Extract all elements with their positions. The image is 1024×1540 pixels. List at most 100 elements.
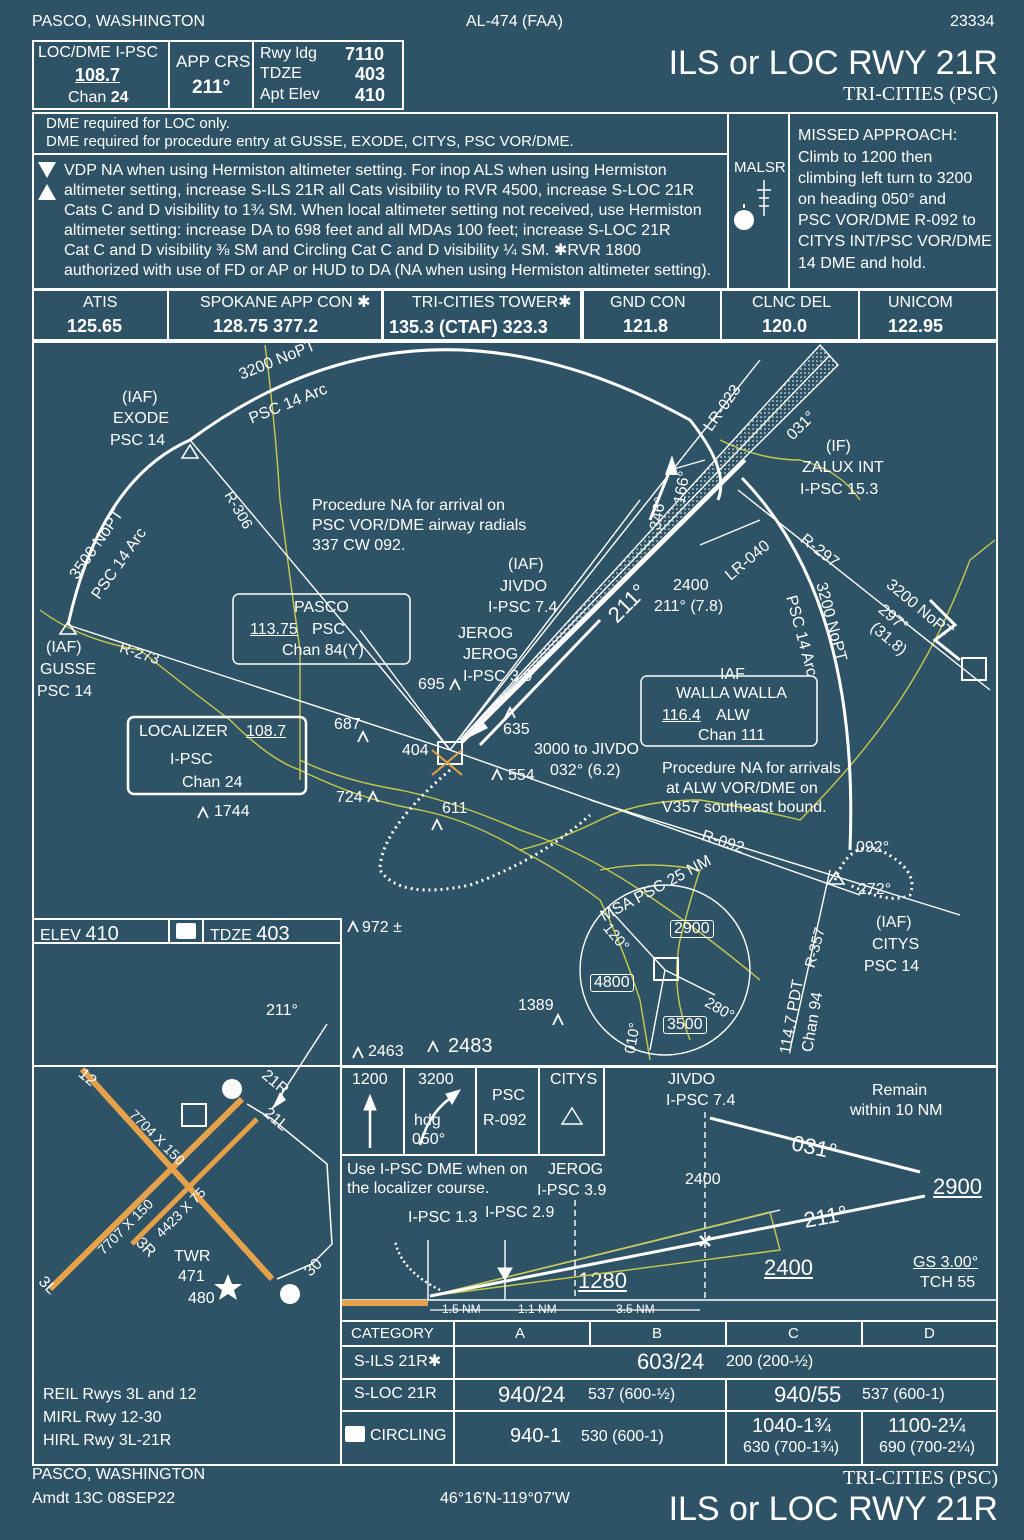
obstacle-2483: 2483 bbox=[448, 1035, 493, 1057]
msa-2900: 2900 bbox=[670, 920, 714, 938]
briefing-strip bbox=[32, 40, 404, 110]
sloc-cd-haa: 537 (600-1) bbox=[862, 1386, 945, 1403]
course-272: 272° bbox=[858, 881, 892, 898]
jerog-dme: I-PSC 3.9 bbox=[463, 668, 533, 685]
use-dme-1: Use I-PSC DME when on bbox=[347, 1161, 528, 1178]
missed-3200: 3200 bbox=[418, 1071, 454, 1088]
exode-dme: PSC 14 bbox=[110, 432, 166, 449]
note-line-2: altimeter setting, increase S-ILS 21R al… bbox=[64, 182, 695, 199]
use-dme-2: the localizer course. bbox=[347, 1180, 490, 1197]
alt-2400: 2400 bbox=[673, 577, 709, 594]
glideslope: GS 3.00° bbox=[913, 1254, 979, 1271]
sloc-label: S-LOC 21R bbox=[354, 1385, 437, 1402]
note-dme-1: DME required for LOC only. bbox=[46, 115, 230, 132]
reil-note: REIL Rwys 3L and 12 bbox=[43, 1386, 197, 1403]
loc-label: LOC/DME I-PSC bbox=[38, 44, 159, 61]
malsr-label: MALSR bbox=[734, 159, 786, 176]
sloc-ab-minima: 940/24 bbox=[498, 1382, 566, 1407]
missed-line-3: on heading 050° and bbox=[798, 191, 946, 208]
tower-freq: 135.3 (CTAF) 323.3 bbox=[389, 317, 548, 337]
obstacle-687: 687 bbox=[334, 716, 361, 733]
zalux-if: (IF) bbox=[826, 438, 851, 455]
msa-4800: 4800 bbox=[590, 974, 634, 992]
exode-label: EXODE bbox=[113, 410, 170, 427]
missed-line-5: CITYS INT/PSC VOR/DME bbox=[798, 233, 992, 250]
tower-box bbox=[381, 288, 583, 342]
ad-tdze-label: TDZE bbox=[210, 927, 252, 944]
walla-chan: Chan 111 bbox=[698, 727, 766, 744]
unicom-label: UNICOM bbox=[888, 294, 953, 311]
cat-b: B bbox=[652, 1325, 663, 1342]
zalux-dme: I-PSC 15.3 bbox=[800, 481, 879, 498]
proc-na-5: at ALW VOR/DME on bbox=[666, 780, 818, 797]
footer-amdt: Amdt 13C 08SEP22 bbox=[32, 1490, 176, 1507]
profile-jerog: JEROG bbox=[548, 1161, 604, 1178]
zalux-label: ZALUX INT bbox=[802, 459, 884, 476]
proc-na-4: Procedure NA for arrivals bbox=[662, 760, 841, 777]
obstacle-972: 972 ± bbox=[362, 919, 402, 936]
missed-citys: CITYS bbox=[550, 1071, 598, 1088]
localizer-id: I-PSC bbox=[170, 751, 213, 768]
circling-c-haa: 630 (700-1¾) bbox=[743, 1439, 840, 1456]
cat-d: D bbox=[924, 1325, 935, 1342]
sloc-cd-minima: 940/55 bbox=[774, 1382, 842, 1407]
localizer-chan: Chan 24 bbox=[182, 774, 243, 791]
circling-ab-haa: 530 (600-1) bbox=[581, 1428, 664, 1445]
missed-1200: 1200 bbox=[352, 1071, 388, 1088]
procedure-title: ILS or LOC RWY 21R bbox=[668, 44, 998, 82]
tdze-label: TDZE bbox=[260, 65, 302, 82]
obstacle-611: 611 bbox=[442, 800, 468, 817]
walla-name: WALLA WALLA bbox=[676, 685, 787, 702]
rwy-ldg-value: 7110 bbox=[345, 44, 385, 64]
missed-approach-title: MISSED APPROACH: bbox=[798, 127, 958, 144]
runway-diagram bbox=[47, 1023, 333, 1304]
clnc-del-freq: 120.0 bbox=[762, 316, 808, 336]
footer-location: PASCO, WASHINGTON bbox=[32, 1466, 206, 1483]
walla-iaf: IAF bbox=[720, 666, 745, 683]
jivdo-dme: I-PSC 7.4 bbox=[488, 599, 558, 616]
note-dme-2: DME required for procedure entry at GUSS… bbox=[46, 133, 574, 150]
app-crs-value: 211° bbox=[192, 77, 231, 98]
ad-course-211: 211° bbox=[266, 1002, 298, 1019]
circling-c-minima: 1040-1¾ bbox=[752, 1415, 831, 1437]
circling-ab-minima: 940-1 bbox=[510, 1425, 562, 1447]
circling-d-minima: 1100-2¼ bbox=[888, 1415, 966, 1437]
missed-r092: R-092 bbox=[483, 1112, 527, 1129]
dist-3-5: 3.5 NM bbox=[616, 1302, 655, 1316]
pasco-vor-freq: 113.75 bbox=[250, 621, 298, 638]
sils-haa: 200 (200-½) bbox=[726, 1353, 814, 1370]
profile-2400-label: 2400 bbox=[685, 1171, 721, 1188]
airport-name: TRI-CITIES (PSC) bbox=[843, 83, 998, 105]
dist-1-5: 1.5 NM bbox=[442, 1302, 481, 1316]
footer-title: ILS or LOC RWY 21R bbox=[668, 1490, 998, 1528]
note-line-6: authorized with use of FD or AP or HUD t… bbox=[64, 262, 712, 279]
atis-freq: 125.65 bbox=[67, 316, 123, 336]
proc-na-2: PSC VOR/DME airway radials bbox=[312, 517, 527, 534]
circling-label: CIRCLING bbox=[370, 1427, 447, 1444]
note-line-4: altimeter setting: increase DA to 698 fe… bbox=[64, 222, 671, 239]
circling-square-icon bbox=[345, 1426, 365, 1442]
dist-1-1: 1.1 NM bbox=[518, 1302, 557, 1316]
walla-id: ALW bbox=[716, 707, 750, 724]
jerog-label: JEROG bbox=[458, 625, 514, 642]
tower-label-ad: TWR bbox=[174, 1248, 211, 1265]
rwy-ldg-label: Rwy ldg bbox=[260, 45, 317, 62]
profile-jivdo-dme: I-PSC 7.4 bbox=[666, 1092, 736, 1109]
note-line-1: VDP NA when using Hermiston altimeter se… bbox=[64, 162, 667, 179]
obstacle-695: 695 bbox=[418, 676, 445, 693]
chan-label: Chan bbox=[68, 89, 107, 106]
remain-line-1: Remain bbox=[872, 1082, 928, 1099]
pasco-vor-chan: Chan 84(Y) bbox=[282, 642, 364, 659]
tower-label: TRI-CITIES TOWER✱ bbox=[412, 294, 572, 311]
alt-2400-course: 211° (7.8) bbox=[654, 598, 724, 615]
profile-jivdo: JIVDO bbox=[668, 1071, 716, 1088]
segment-3000-course: 032° (6.2) bbox=[550, 762, 621, 779]
missed-psc: PSC bbox=[492, 1087, 525, 1104]
missed-line-4: PSC VOR/DME R-092 to bbox=[798, 212, 976, 229]
elev-480: 480 bbox=[188, 1290, 215, 1307]
elev-value: 410 bbox=[85, 923, 119, 945]
gusse-label: GUSSE bbox=[40, 661, 97, 678]
profile-2900: 2900 bbox=[933, 1174, 982, 1199]
